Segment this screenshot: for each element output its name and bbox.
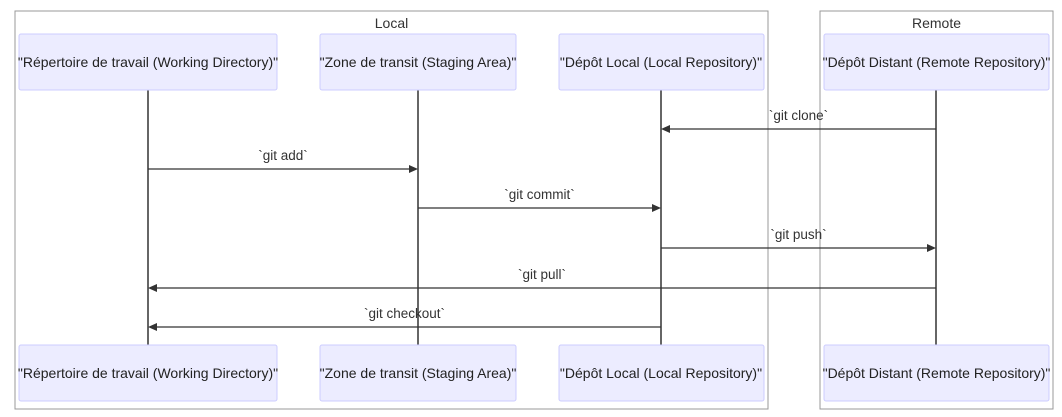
message-git-pull-label: `git pull`	[518, 267, 566, 282]
actor-bottom-staging-area: "Zone de transit (Staging Area)"	[319, 344, 517, 402]
actor-top-remote-repository: "Dépôt Distant (Remote Repository)"	[823, 33, 1051, 91]
message-git-add: `git add`	[148, 148, 418, 173]
message-git-checkout-label: `git checkout`	[364, 306, 445, 321]
actor-bottom-remote-repository: "Dépôt Distant (Remote Repository)"	[823, 344, 1051, 402]
actor-top-working-directory: "Répertoire de travail (Working Director…	[18, 33, 278, 91]
actor-top-local-repository: "Dépôt Local (Local Repository)"	[558, 33, 765, 91]
actor-bottom-local-repository: "Dépôt Local (Local Repository)"	[558, 344, 765, 402]
message-git-push: `git push`	[661, 227, 936, 252]
actor-bottom-local-repository-label: "Dépôt Local (Local Repository)"	[560, 365, 762, 381]
message-git-push-label: `git push`	[770, 227, 826, 242]
actor-top-staging-area-label: "Zone de transit (Staging Area)"	[320, 54, 517, 70]
actor-top-remote-repository-label: "Dépôt Distant (Remote Repository)"	[823, 54, 1051, 70]
message-git-clone: `git clone`	[661, 108, 936, 133]
group-local-box	[14, 10, 769, 410]
arrowhead-icon	[148, 323, 157, 331]
group-remote-box	[819, 10, 1054, 410]
actor-bottom-working-directory-label: "Répertoire de travail (Working Director…	[18, 365, 278, 381]
message-git-commit-label: `git commit`	[504, 187, 575, 202]
arrowhead-icon	[927, 244, 936, 252]
message-git-add-label: `git add`	[258, 148, 308, 163]
actor-bottom-remote-repository-label: "Dépôt Distant (Remote Repository)"	[823, 365, 1051, 381]
group-remote-title: Remote	[912, 15, 961, 31]
arrowhead-icon	[661, 125, 670, 133]
group-local-title: Local	[375, 15, 408, 31]
actor-top-local-repository-label: "Dépôt Local (Local Repository)"	[560, 54, 762, 70]
arrowhead-icon	[148, 284, 157, 292]
message-git-clone-label: `git clone`	[769, 108, 828, 123]
arrowhead-icon	[409, 165, 418, 173]
actor-bottom-working-directory: "Répertoire de travail (Working Director…	[18, 344, 278, 402]
actor-top-working-directory-label: "Répertoire de travail (Working Director…	[18, 54, 278, 70]
message-git-pull: `git pull`	[148, 267, 936, 292]
message-git-commit: `git commit`	[418, 187, 661, 212]
actor-bottom-staging-area-label: "Zone de transit (Staging Area)"	[320, 365, 517, 381]
message-git-checkout: `git checkout`	[148, 306, 661, 331]
actor-top-staging-area: "Zone de transit (Staging Area)"	[319, 33, 517, 91]
arrowhead-icon	[652, 204, 661, 212]
